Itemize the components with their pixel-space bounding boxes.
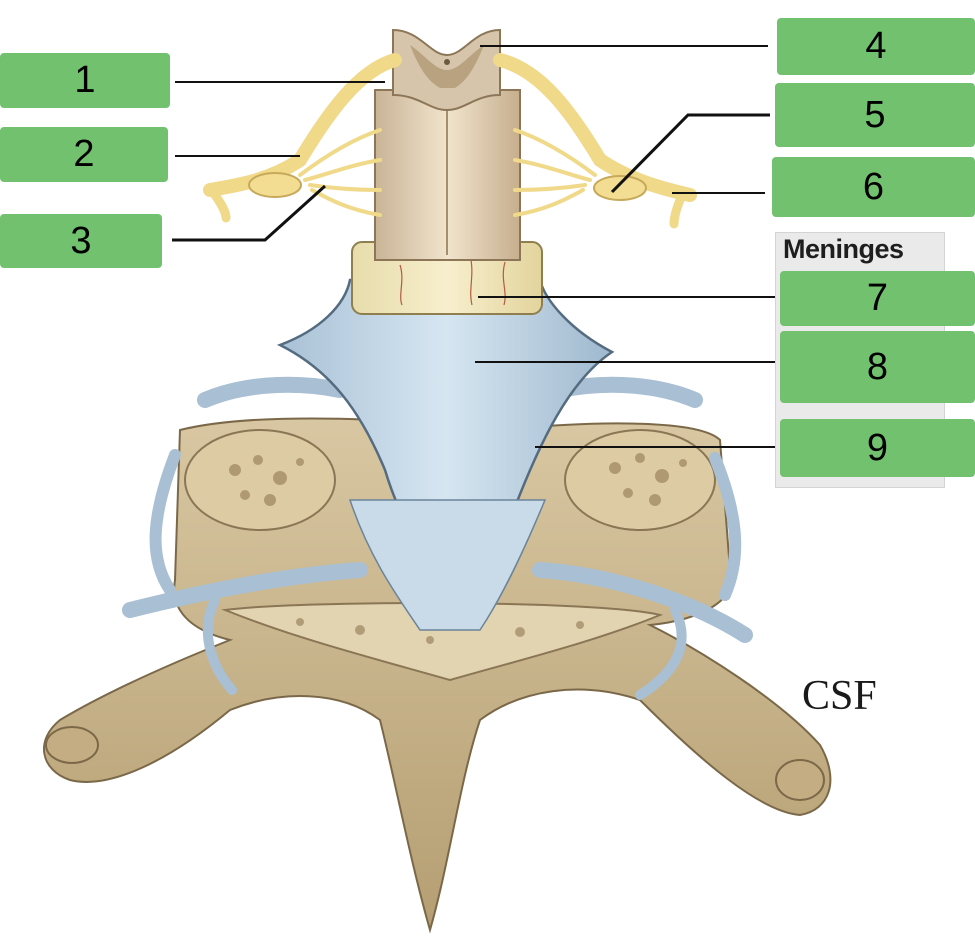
label-box-1[interactable]: 1: [0, 53, 170, 108]
leader-line-5: [610, 113, 770, 194]
label-box-8[interactable]: 8: [780, 331, 975, 403]
spinal-cord: [374, 28, 521, 261]
label-box-4[interactable]: 4: [777, 18, 975, 75]
label-box-5[interactable]: 5: [775, 83, 975, 147]
vertebra: [43, 417, 832, 934]
label-box-6[interactable]: 6: [772, 157, 975, 217]
label-box-2[interactable]: 2: [0, 127, 168, 182]
dura-mater: [276, 278, 615, 631]
spinal-nerves-lower: [122, 376, 753, 700]
leader-line-3: [172, 184, 327, 242]
label-box-3[interactable]: 3: [0, 214, 162, 268]
nerve-roots: [203, 53, 697, 229]
label-box-7[interactable]: 7: [780, 271, 975, 326]
csf-label: CSF: [802, 673, 877, 719]
leader-lines: [172, 45, 780, 448]
meninges-heading: Meninges: [783, 234, 904, 264]
label-box-9[interactable]: 9: [780, 419, 975, 477]
